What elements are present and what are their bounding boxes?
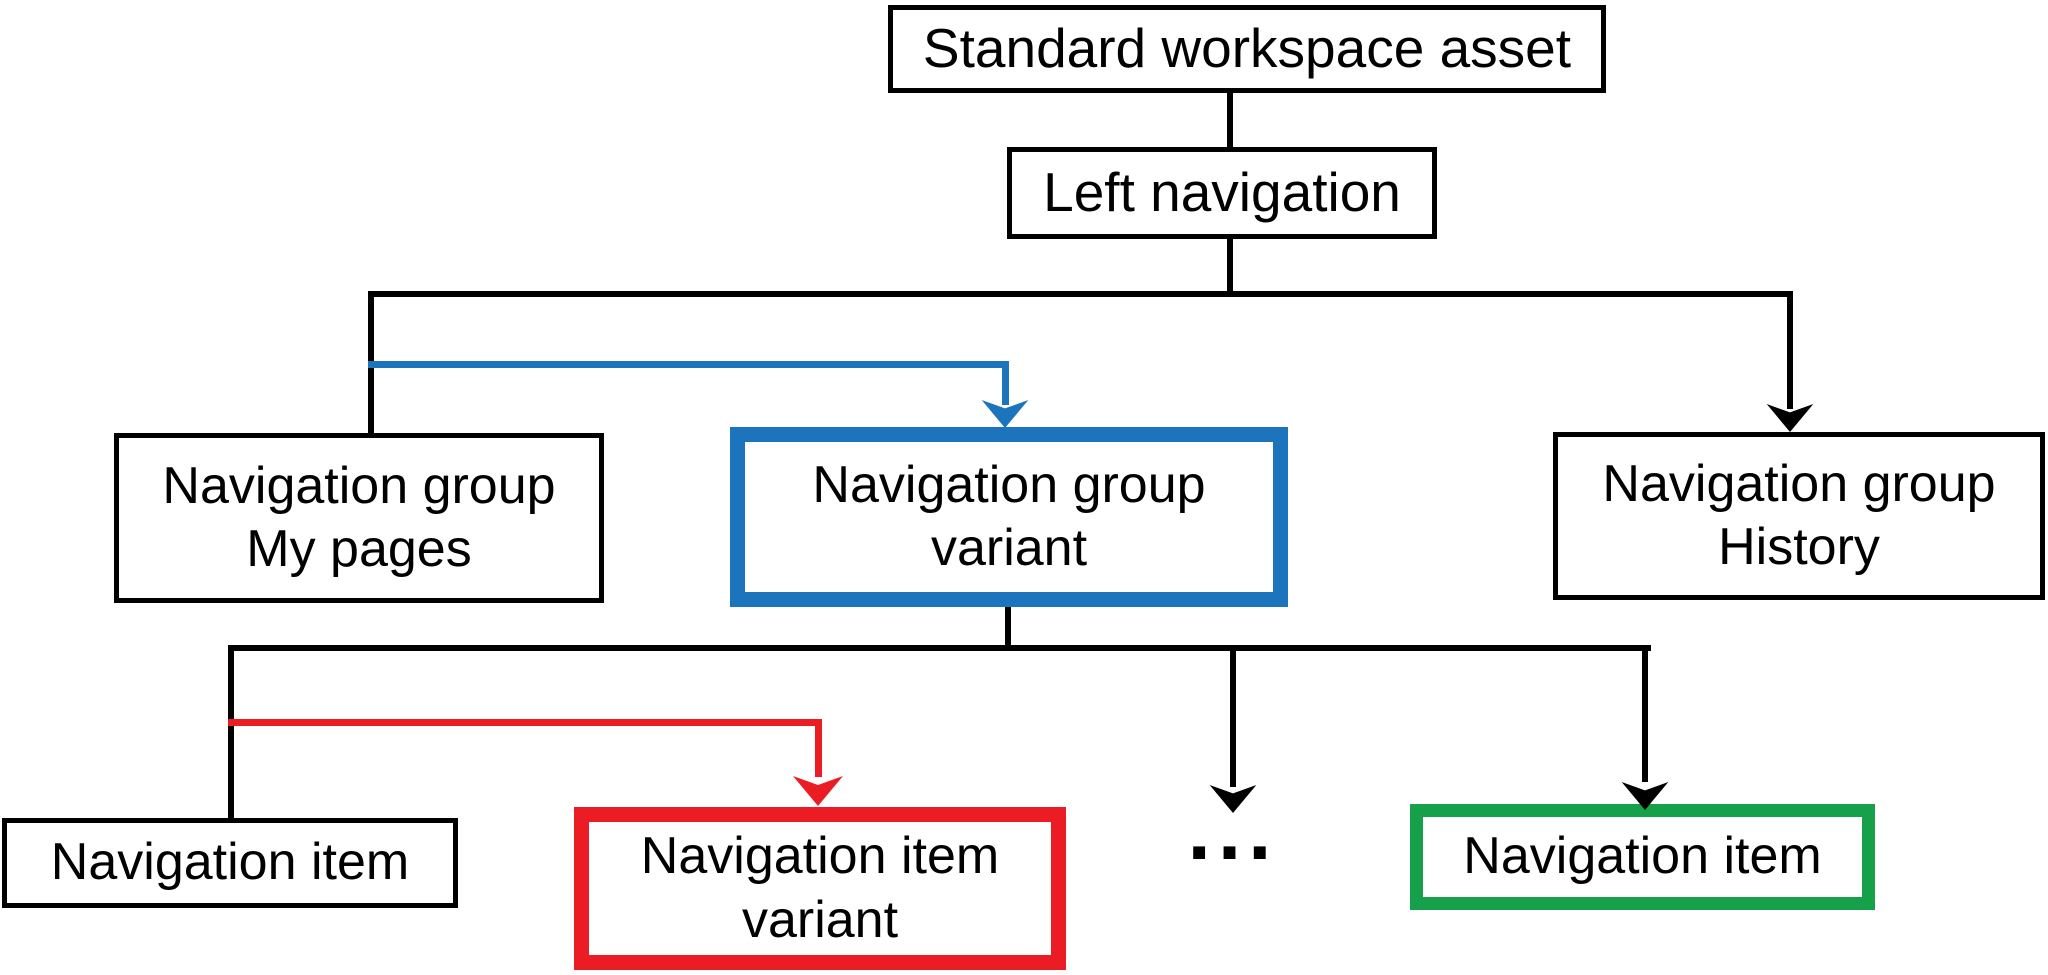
arrowhead-down-history-icon [1766, 404, 1814, 432]
arrowhead-down-red-variant-icon [793, 776, 843, 806]
connector-blue-vertical [1002, 361, 1009, 405]
node-navigation-item-variant-line1: Navigation item [640, 827, 1000, 886]
node-navigation-item-left-label: Navigation item [50, 833, 410, 892]
node-navigation-group-my-pages-line1: Navigation group [162, 456, 556, 515]
node-navigation-group-my-pages-line2: My pages [246, 520, 472, 578]
node-left-navigation-label: Left navigation [1043, 161, 1401, 224]
connector-level3-rail [228, 645, 1651, 651]
node-navigation-item-variant: Navigation item variant [574, 807, 1066, 970]
node-standard-workspace-asset-label: Standard workspace asset [922, 17, 1572, 80]
connector-drop-item-right [1642, 645, 1648, 782]
node-standard-workspace-asset: Standard workspace asset [888, 5, 1606, 93]
arrowhead-down-ellipsis-icon [1209, 785, 1257, 813]
connector-leftnav-stem [1227, 238, 1233, 294]
node-navigation-group-my-pages: Navigation group My pages [114, 433, 604, 603]
connector-red-horizontal [228, 719, 821, 726]
node-navigation-item-right-label: Navigation item [1463, 827, 1822, 886]
arrowhead-down-item-right-icon [1621, 782, 1669, 810]
node-navigation-item-right: Navigation item [1410, 804, 1875, 910]
node-navigation-group-history: Navigation group History [1553, 432, 2045, 600]
node-navigation-item-variant-line2: variant [741, 890, 899, 949]
connector-variant-stem [1005, 606, 1011, 648]
connector-standard-to-leftnav [1227, 92, 1233, 149]
node-navigation-group-history-line2: History [1718, 518, 1880, 576]
node-navigation-group-history-line1: Navigation group [1602, 454, 1996, 513]
connector-blue-horizontal [368, 361, 1008, 368]
node-navigation-group-variant-line1: Navigation group [812, 455, 1206, 514]
connector-drop-item-left [228, 645, 234, 818]
node-navigation-group-variant: Navigation group variant [730, 427, 1288, 607]
node-navigation-item-left: Navigation item [2, 818, 458, 908]
connector-drop-ellipsis [1230, 645, 1236, 787]
connector-drop-history [1787, 291, 1793, 409]
node-left-navigation: Left navigation [1007, 147, 1437, 239]
node-navigation-group-variant-line2: variant [930, 519, 1088, 577]
arrowhead-down-blue-variant-icon [981, 400, 1029, 428]
connector-red-vertical [815, 719, 822, 777]
connector-level2-rail [368, 291, 1793, 297]
